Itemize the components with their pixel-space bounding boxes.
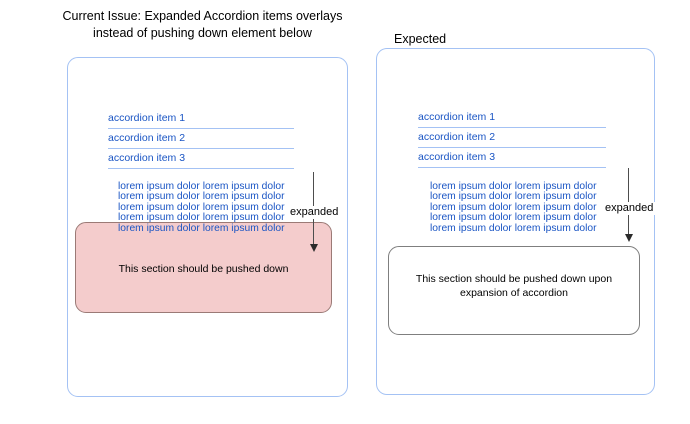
accordion-expanded-content-right: lorem ipsum dolor lorem ipsum dolor lore… — [430, 181, 597, 234]
lorem-line: lorem ipsum dolor lorem ipsum dolor — [430, 181, 597, 192]
lorem-line: lorem ipsum dolor lorem ipsum dolor — [118, 222, 285, 234]
expanded-label-right: expanded — [603, 202, 656, 215]
overlapped-section-box: This section should be pushed down — [75, 222, 332, 313]
lorem-line: lorem ipsum dolor lorem ipsum dolor — [430, 212, 597, 224]
accordion-item-2: accordion item 2 — [108, 129, 294, 149]
current-issue-title-line1: Current Issue: Expanded Accordion items … — [62, 9, 343, 23]
pushed-down-section-text-line1: This section should be pushed down upon — [415, 273, 613, 285]
lorem-line: lorem ipsum dolor lorem ipsum dolor — [118, 212, 285, 224]
accordion-right: accordion item 1 accordion item 2 accord… — [418, 108, 606, 168]
accordion-left: accordion item 1 accordion item 2 accord… — [108, 109, 294, 169]
accordion-item-3: accordion item 3 — [418, 148, 606, 168]
expanded-label-left: expanded — [288, 206, 341, 219]
lorem-line: lorem ipsum dolor lorem ipsum dolor — [118, 181, 285, 192]
overlapped-section-text: This section should be pushed down — [118, 263, 289, 275]
accordion-item-1: accordion item 1 — [108, 109, 294, 129]
expanded-arrow-head-right — [625, 234, 633, 242]
expanded-arrow-head-left — [310, 244, 318, 252]
pushed-down-section-text-line2: expansion of accordion — [460, 287, 568, 299]
expanded-arrow-line-right — [628, 168, 629, 234]
current-issue-title: Current Issue: Expanded Accordion items … — [55, 8, 350, 42]
lorem-line: lorem ipsum dolor lorem ipsum dolor — [430, 222, 597, 234]
lorem-line: lorem ipsum dolor lorem ipsum dolor — [430, 201, 597, 213]
expected-title: Expected — [394, 32, 447, 46]
accordion-expanded-content-left: lorem ipsum dolor lorem ipsum dolor lore… — [118, 181, 285, 234]
current-issue-title-line2: instead of pushing down element below — [93, 26, 312, 40]
lorem-line: lorem ipsum dolor lorem ipsum dolor — [118, 191, 285, 203]
lorem-line: lorem ipsum dolor lorem ipsum dolor — [430, 191, 597, 203]
expected-panel — [376, 48, 655, 395]
lorem-line: lorem ipsum dolor lorem ipsum dolor — [118, 201, 285, 213]
accordion-item-2: accordion item 2 — [418, 128, 606, 148]
accordion-item-1: accordion item 1 — [418, 108, 606, 128]
accordion-item-3: accordion item 3 — [108, 149, 294, 169]
pushed-down-section-box: This section should be pushed down upon … — [388, 246, 640, 335]
